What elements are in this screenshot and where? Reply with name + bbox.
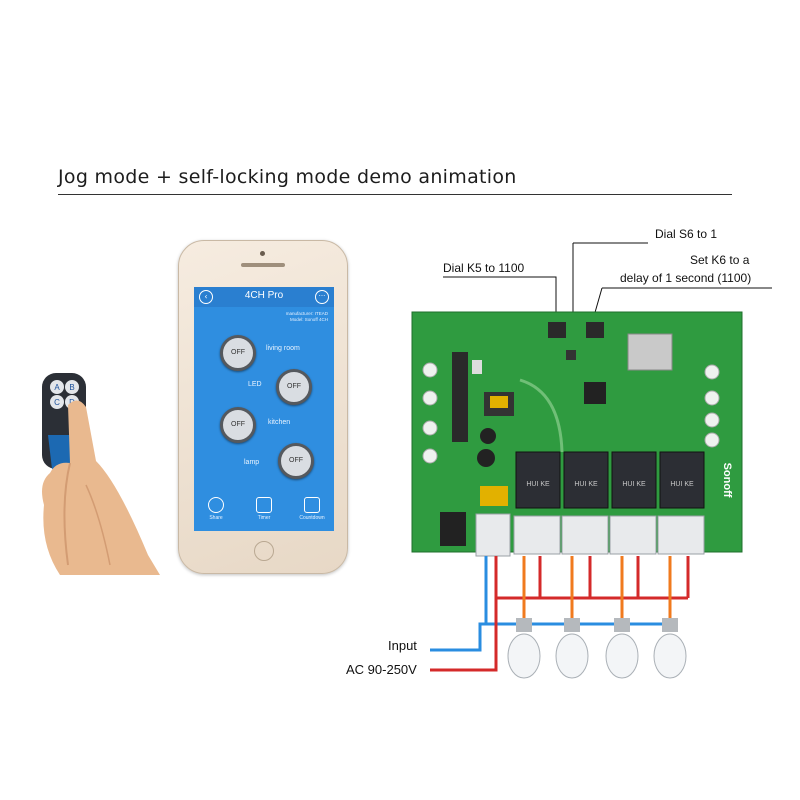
relay-2-label: HUI KE: [574, 481, 598, 488]
share-icon: [208, 497, 224, 513]
timer-icon: [256, 497, 272, 513]
relay-3: HUI KE: [611, 451, 657, 509]
camera-icon: [260, 251, 265, 256]
channel-2-label: LED: [248, 381, 262, 388]
channel-3-toggle[interactable]: OFF: [220, 407, 256, 443]
tab-timer[interactable]: Timer: [244, 497, 284, 521]
terminal-blocks: [475, 513, 705, 557]
more-icon[interactable]: ···: [315, 290, 329, 304]
ac-voltage-label: AC 90-250V: [346, 662, 417, 677]
input-wires: [430, 556, 668, 652]
board-brand: Sonoff: [721, 463, 733, 498]
tab-share[interactable]: Share: [196, 497, 236, 521]
page-title: Jog mode + self-locking mode demo animat…: [58, 166, 517, 188]
channel-1-toggle[interactable]: OFF: [220, 335, 256, 371]
title-divider: [58, 194, 732, 195]
relay-1: HUI KE: [515, 451, 561, 509]
relay-4: HUI KE: [659, 451, 705, 509]
remote-illustration: A B C D: [42, 373, 160, 575]
callout-dial-k5: Dial K5 to 1100: [443, 261, 525, 275]
remote-btn-c: C: [54, 398, 60, 407]
app-header: ‹ 4CH Pro ···: [194, 287, 334, 307]
callout-set-k6-line1: Set K6 to a: [690, 253, 750, 267]
input-label: Input: [388, 638, 417, 653]
speaker-grille: [241, 263, 285, 267]
channel-4-toggle[interactable]: OFF: [278, 443, 314, 479]
device-info: manufacturer: ITEAD Model: Sonoff 4CH: [286, 311, 328, 323]
relay-3-label: HUI KE: [622, 481, 646, 488]
tab-countdown-label: Countdown: [299, 515, 325, 521]
tab-share-label: Share: [209, 515, 223, 521]
phone-screen: ‹ 4CH Pro ··· manufacturer: ITEAD Model:…: [194, 287, 334, 531]
bulb-4: [653, 618, 687, 679]
switch-s6: [566, 350, 576, 360]
ac-wires: [430, 556, 690, 672]
relay-1-label: HUI KE: [526, 481, 550, 488]
channel-3-label: kitchen: [268, 419, 291, 426]
countdown-icon: [304, 497, 320, 513]
info-model: Model: Sonoff 4CH: [290, 317, 328, 322]
remote-btn-b: B: [69, 383, 74, 392]
app-title: 4CH Pro: [244, 290, 284, 301]
hand-icon: [42, 400, 160, 575]
back-icon[interactable]: ‹: [199, 290, 213, 304]
callout-set-k6-line2: delay of 1 second (1100): [620, 271, 752, 285]
relay-4-label: HUI KE: [670, 481, 694, 488]
callout-leaders: [443, 242, 772, 317]
smartphone: ‹ 4CH Pro ··· manufacturer: ITEAD Model:…: [178, 240, 348, 574]
bulb-1: [507, 618, 541, 679]
relay-output-wires: [522, 556, 672, 622]
channel-4-label: lamp: [244, 459, 260, 466]
channel-1-label: living room: [266, 345, 300, 352]
channel-2-toggle[interactable]: OFF: [276, 369, 312, 405]
home-button[interactable]: [254, 541, 274, 561]
callout-dial-s6: Dial S6 to 1: [655, 227, 718, 241]
bulb-3: [605, 618, 639, 679]
switch-k5: [548, 322, 566, 338]
tab-countdown[interactable]: Countdown: [292, 497, 332, 521]
tab-timer-label: Timer: [257, 515, 271, 521]
app-bottom-bar: Share Timer Countdown: [194, 493, 334, 531]
remote-btn-a: A: [54, 383, 60, 392]
relay-2: HUI KE: [563, 451, 609, 509]
pcb-board: HUI KE HUI KE HUI KE HUI KE Sonoff: [411, 311, 743, 557]
switch-k6: [586, 322, 604, 338]
bulb-2: [555, 618, 589, 679]
info-manufacturer: manufacturer: ITEAD: [285, 311, 328, 316]
